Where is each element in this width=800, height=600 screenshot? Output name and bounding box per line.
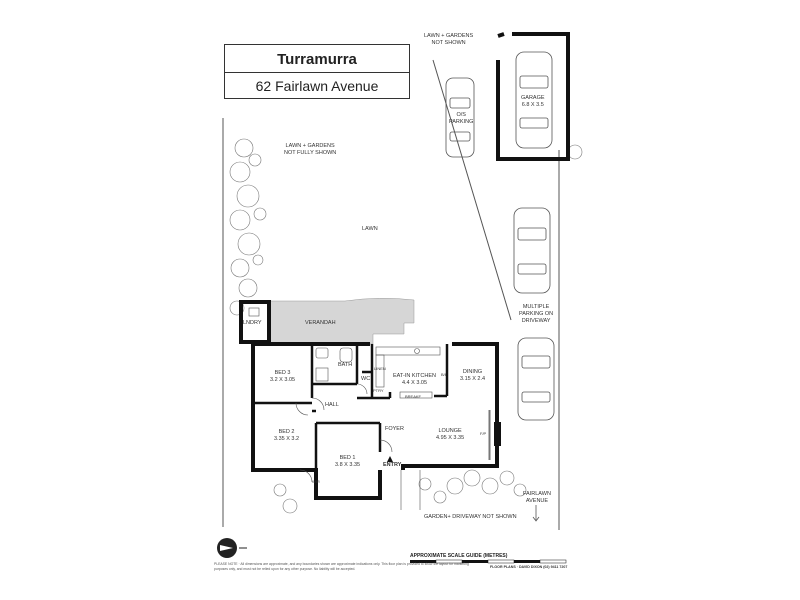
disclaimer: PLEASE NOTE · All dimensions are approxi…: [214, 562, 469, 571]
label-line: LOUNGE: [438, 428, 462, 434]
entry-arrow-icon: [387, 456, 393, 462]
label-line: BED 2: [278, 429, 295, 435]
fireplace: [494, 422, 501, 446]
car-icon: [445, 77, 475, 158]
label-line: NOT SHOWN: [431, 40, 466, 46]
label-line: 3.15 x 2.4: [460, 376, 486, 382]
car-icon: [515, 51, 553, 149]
tree-icon: [229, 138, 267, 316]
label-kitchen: EAT-IN KITCHEN 4.4 x 3.05: [393, 373, 436, 387]
label-lounge: LOUNGE 4.95 x 3.35: [436, 428, 464, 442]
car-icon: [517, 337, 555, 421]
tree-icon: [273, 144, 583, 514]
label-line: NOT FULLY SHOWN: [284, 150, 337, 156]
label-line: 6.8 x 3.5: [521, 102, 544, 108]
bathroom-fixtures: [315, 347, 353, 382]
label-breakfast: BREAKF: [405, 394, 422, 399]
label-line: O/S: [456, 112, 466, 118]
street-arrow-icon: [532, 505, 540, 522]
label-bi: B/I: [441, 372, 446, 377]
label-laundry: LNDRY: [243, 320, 262, 326]
label-wc: WC: [361, 376, 371, 382]
label-line: BED 3: [274, 370, 291, 376]
label-bed3: BED 3 3.2 x 3.05: [270, 370, 295, 384]
address-title: 62 Fairlawn Avenue: [255, 78, 379, 94]
lounge-windows: [488, 410, 491, 460]
verandah: [267, 297, 415, 345]
label-verandah: VERANDAH: [305, 320, 336, 326]
label-wir: WIR: [312, 479, 320, 484]
north-arrow-icon: [217, 538, 247, 558]
car-icon: [513, 207, 551, 294]
label-line: LAWN + GARDENS: [285, 143, 335, 149]
label-lawn: LAWN: [362, 226, 378, 232]
title-divider: [225, 72, 409, 73]
label-line: 3.35 x 3.2: [274, 436, 300, 442]
label-line: DRIVEWAY: [521, 318, 551, 324]
credit: FLOOR PLANS · DAVID DIXON (02) 9411 7207: [490, 565, 568, 569]
label-entry: ENTRY: [383, 462, 402, 468]
label-garden-driveway: GARDEN+ DRIVEWAY NOT SHOWN: [424, 514, 517, 520]
label-hall: HALL: [325, 402, 339, 408]
label-line: 3.8 x 3.35: [335, 462, 361, 468]
label-garage: GARAGE 6.8 x 3.5: [521, 95, 545, 109]
label-bath: BATH: [338, 362, 353, 368]
scale-label: APPROXIMATE SCALE GUIDE (METRES): [410, 553, 508, 559]
label-fp: F/P: [480, 431, 487, 436]
label-pantry: PTRY: [373, 388, 384, 393]
garage-walls: [496, 32, 570, 161]
label-lawn-top: LAWN + GARDENS NOT SHOWN: [424, 33, 473, 47]
kitchen-benches: [375, 346, 441, 399]
label-line: DINING: [462, 369, 483, 375]
label-line: AVENUE: [525, 498, 549, 504]
house-exterior-walls: [251, 342, 499, 500]
label-line: 4.95 x 3.35: [436, 435, 465, 441]
scale-bar: [410, 559, 567, 564]
label-line: PARKING: [449, 119, 474, 125]
title-box: Turramurra 62 Fairlawn Avenue: [224, 44, 410, 99]
label-line: PARKING ON: [519, 311, 554, 317]
label-line: GARAGE: [521, 95, 545, 101]
label-line: 3.2 x 3.05: [270, 377, 296, 383]
label-line: 4.4 x 3.05: [401, 380, 428, 386]
label-line: FAIRLAWN: [523, 491, 551, 497]
label-line: EAT-IN KITCHEN: [393, 373, 436, 379]
label-linen: LINEN: [374, 366, 386, 371]
label-fairlawn: FAIRLAWN AVENUE: [523, 491, 551, 505]
label-bed1: BED 1 3.8 x 3.35: [335, 455, 360, 469]
label-multiple-parking: MULTIPLE PARKING ON DRIVEWAY: [519, 304, 553, 325]
label-foyer: FOYER: [385, 426, 404, 432]
door-swings: [295, 383, 393, 483]
house-interior-walls: [253, 344, 449, 470]
label-lawn-left: LAWN + GARDENS NOT FULLY SHOWN: [284, 143, 336, 157]
label-bed2: BED 2 3.35 x 3.2: [274, 429, 299, 443]
label-line: BED 1: [339, 455, 356, 461]
label-line: MULTIPLE: [522, 304, 550, 310]
suburb-title: Turramurra: [277, 51, 357, 68]
label-dining: DINING 3.15 x 2.4: [460, 369, 485, 383]
label-line: LAWN + GARDENS: [424, 33, 474, 39]
label-os-parking: O/S PARKING: [449, 112, 473, 126]
